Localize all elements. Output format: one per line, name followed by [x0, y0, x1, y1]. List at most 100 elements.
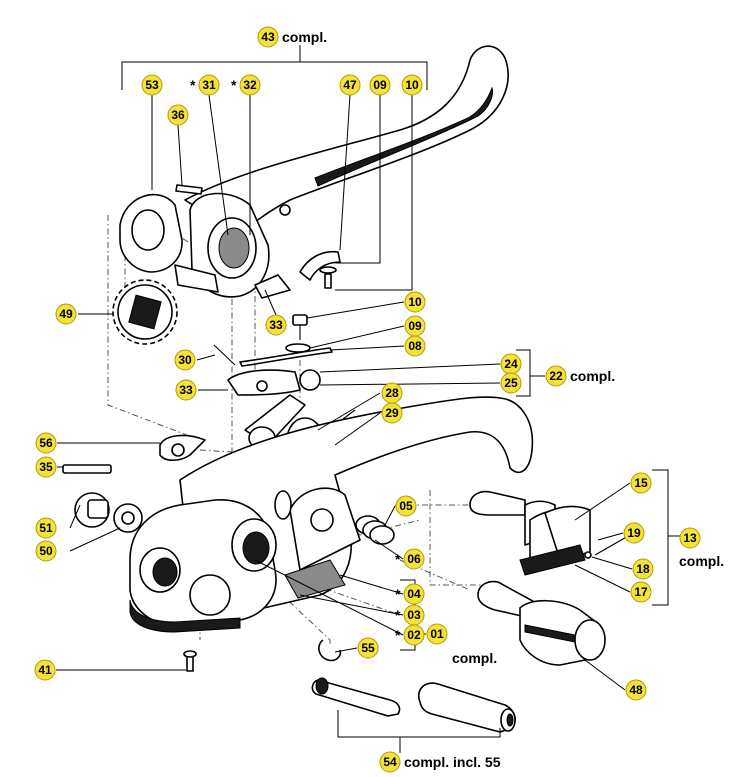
- callout-number: 41: [38, 663, 52, 677]
- callout-p51: 51: [35, 517, 57, 539]
- callout-prefix: *: [395, 607, 401, 623]
- callout-badge: [404, 335, 426, 357]
- callout-p08: 08: [404, 335, 426, 357]
- callout-badge: [630, 581, 652, 603]
- callout-badge: [35, 432, 57, 454]
- callout-p01: 01 compl.: [426, 623, 497, 666]
- callout-p29: 29: [381, 402, 403, 424]
- callout-badge: [174, 349, 196, 371]
- callout-p47: 47: [339, 74, 361, 96]
- callout-badge: [167, 104, 189, 126]
- callout-p09b: 09: [404, 315, 426, 337]
- gear-wheel: [112, 279, 178, 345]
- callout-number: 15: [634, 476, 648, 490]
- base-frame: [129, 396, 534, 633]
- callout-p22: 22 compl.: [545, 365, 615, 387]
- callout-p36: 36: [167, 104, 189, 126]
- callout-badge: [55, 303, 77, 325]
- callout-number: 28: [385, 386, 399, 400]
- callout-badge: [141, 74, 163, 96]
- callout-prefix: *: [190, 77, 196, 93]
- callout-note: compl.: [679, 553, 724, 569]
- callout-badge: [175, 379, 197, 401]
- callout-badge: [404, 291, 426, 313]
- callout-number: 25: [504, 376, 518, 390]
- callout-number: 05: [399, 499, 413, 513]
- spring: [355, 515, 395, 545]
- callout-p31: * 31: [190, 74, 220, 96]
- callout-number: 01: [430, 627, 444, 641]
- callout-badge: [198, 74, 220, 96]
- retaining-ring: [318, 639, 342, 662]
- callout-p02: * 02: [395, 624, 425, 646]
- callout-number: 09: [408, 319, 422, 333]
- callout-p54: 54 compl. incl. 55: [379, 751, 501, 773]
- callout-badge: [369, 74, 391, 96]
- callout-p05: 05: [395, 495, 417, 517]
- callout-badge: [35, 540, 57, 562]
- callout-badge: [679, 527, 701, 549]
- callout-p32: * 32: [231, 74, 261, 96]
- callout-note: compl. incl. 55: [404, 754, 501, 770]
- callout-p43: 43 compl.: [257, 26, 327, 48]
- callout-number: 32: [243, 78, 257, 92]
- callout-badge: [403, 548, 425, 570]
- callout-p04: * 04: [395, 583, 425, 605]
- bracket-43: [121, 45, 428, 90]
- callout-badge: [630, 472, 652, 494]
- callout-badge: [403, 624, 425, 646]
- callout-p35: 35: [35, 456, 57, 478]
- callout-badge: [339, 74, 361, 96]
- callout-p49: 49: [55, 303, 77, 325]
- callout-p17: 17: [630, 581, 652, 603]
- callout-badge: [265, 314, 287, 336]
- callout-number: 31: [202, 78, 216, 92]
- callout-number: 53: [145, 78, 159, 92]
- callout-p03: * 03: [395, 604, 425, 626]
- callout-p30: 30: [174, 349, 196, 371]
- callout-p24: 24: [500, 353, 522, 375]
- callout-p18: 18: [632, 558, 654, 580]
- callout-badge: [545, 365, 567, 387]
- callout-number: 17: [634, 585, 648, 599]
- callout-number: 19: [627, 526, 641, 540]
- callout-p53: 53: [141, 74, 163, 96]
- callout-number: 29: [385, 406, 399, 420]
- upper-small-parts: [175, 184, 341, 299]
- callout-badge: [426, 623, 448, 645]
- callout-number: 10: [408, 295, 422, 309]
- callout-number: 48: [629, 683, 643, 697]
- callout-number: 55: [361, 641, 375, 655]
- screw-41: [183, 650, 197, 672]
- callout-p50: 50: [35, 540, 57, 562]
- callout-number: 43: [261, 30, 275, 44]
- cutter-assembly: [469, 490, 631, 576]
- callout-p41: 41: [34, 659, 56, 681]
- callout-number: 08: [408, 339, 422, 353]
- callout-number: 33: [269, 318, 283, 332]
- callout-number: 10: [405, 78, 419, 92]
- callout-badge: [257, 26, 279, 48]
- callout-p10a: 10: [401, 74, 423, 96]
- callout-number: 36: [171, 108, 185, 122]
- callout-badge: [403, 583, 425, 605]
- callout-p25: 25: [500, 372, 522, 394]
- shaft-48: [477, 580, 606, 666]
- callout-number: 22: [549, 369, 563, 383]
- callout-p48: 48: [625, 679, 647, 701]
- callout-p10b: 10: [404, 291, 426, 313]
- upper-lever-handle: [119, 45, 509, 298]
- callout-p55: 55: [357, 637, 379, 659]
- callout-badge: [381, 402, 403, 424]
- callout-note: compl.: [452, 650, 497, 666]
- callout-number: 30: [178, 353, 192, 367]
- callout-number: 50: [39, 544, 53, 558]
- left-small-parts: [62, 434, 206, 533]
- callout-badge: [401, 74, 423, 96]
- callout-badge: [35, 456, 57, 478]
- callout-note: compl.: [570, 368, 615, 384]
- callout-badge: [625, 679, 647, 701]
- callout-number: 03: [407, 608, 421, 622]
- sleeve-assembly: [311, 677, 516, 733]
